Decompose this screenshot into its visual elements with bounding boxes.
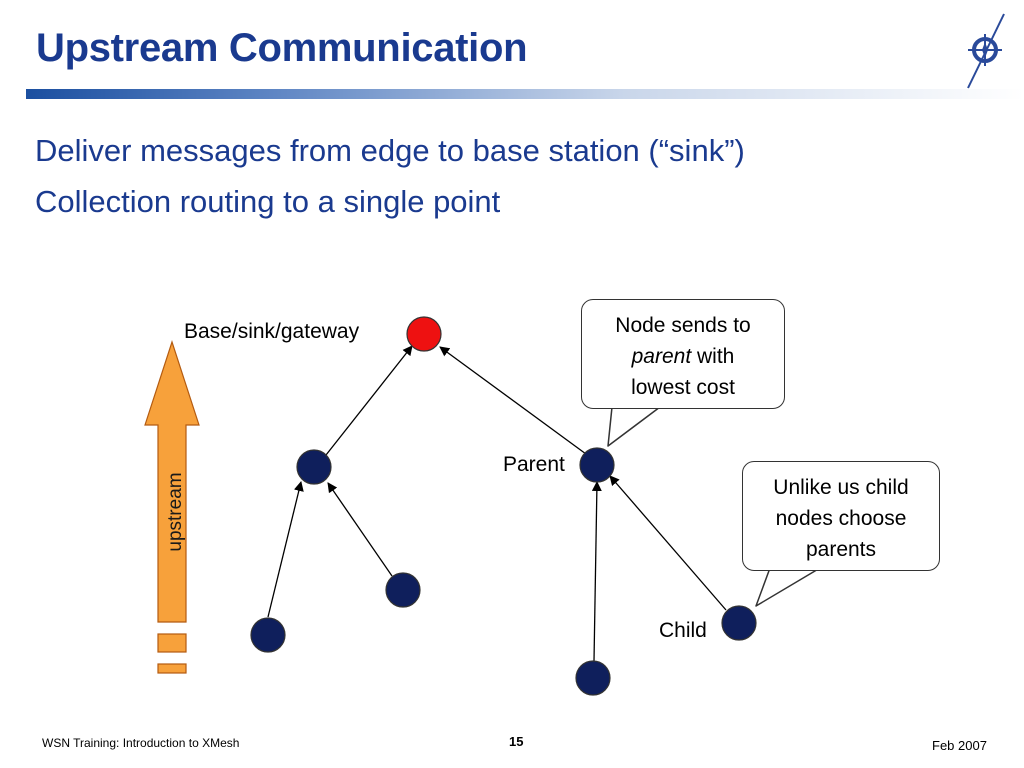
- parent-node: [579, 447, 615, 483]
- bullet-deliver-messages: Deliver messages from edge to base stati…: [35, 133, 745, 168]
- footer-date: Feb 2007: [932, 738, 987, 753]
- sink-node: [406, 316, 442, 352]
- callout-tail-unlike: [755, 567, 821, 607]
- upstream-label: upstream: [165, 472, 186, 552]
- callout-line: parents: [805, 538, 877, 561]
- footer-page-number: 15: [509, 734, 524, 749]
- callout-line: Node sends to: [615, 314, 751, 337]
- node-mid: [385, 572, 421, 608]
- child-label: Child: [659, 619, 707, 642]
- callout-emphasis: parent: [631, 345, 692, 368]
- slide-title: Upstream Communication: [36, 26, 528, 70]
- edge-bottomleft-to-left: [267, 481, 304, 618]
- parent-label: Parent: [503, 453, 565, 476]
- base-sink-gateway-label: Base/sink/gateway: [184, 320, 360, 343]
- edge-mid-to-left: [327, 482, 393, 577]
- callout-unlike-us: Unlike us child nodes choose parents: [742, 461, 940, 571]
- edge-left-to-sink: [325, 345, 413, 456]
- upstream-arrow: [144, 340, 200, 674]
- footer-course-title: WSN Training: Introduction to XMesh: [42, 736, 240, 750]
- node-bottom: [575, 660, 611, 696]
- child-node: [721, 605, 757, 641]
- edge-bottom-to-parent: [591, 481, 602, 662]
- callout-node-sends-to-parent: Node sends to parent with lowest cost: [581, 299, 785, 409]
- bullet-collection-routing: Collection routing to a single point: [35, 184, 501, 219]
- callout-line: Unlike us child: [773, 476, 909, 499]
- callout-line: nodes choose: [775, 507, 907, 530]
- title-divider: [26, 89, 1024, 99]
- compass-logo-icon: [967, 13, 1005, 89]
- callout-line: parent with: [582, 341, 784, 372]
- node-bottom-left: [250, 617, 286, 653]
- node-left: [296, 449, 332, 485]
- callout-line-rest: with: [691, 345, 735, 368]
- callout-tail-node-sends: [607, 406, 661, 447]
- callout-line: lowest cost: [631, 376, 735, 399]
- edge-parent-to-sink: [439, 346, 587, 455]
- edge-child-to-parent: [609, 475, 727, 611]
